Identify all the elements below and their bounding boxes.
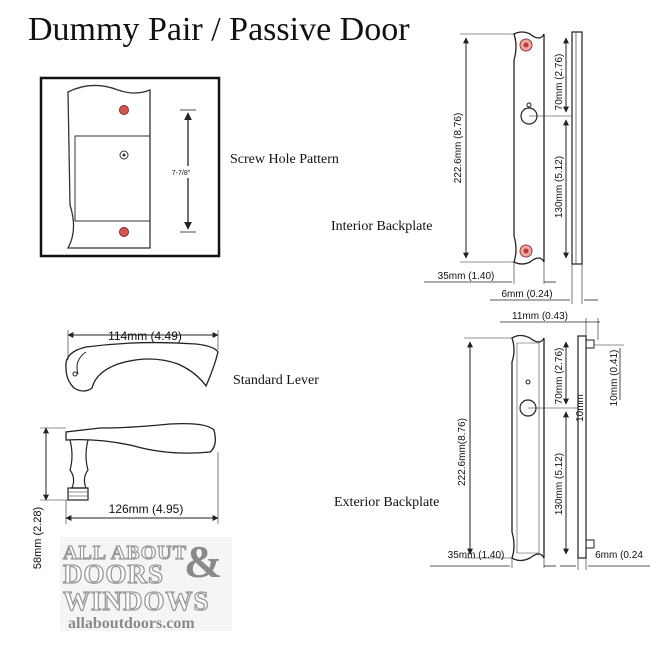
exterior-plate-side [577, 335, 587, 559]
caption-exterior-backplate: Exterior Backplate [334, 495, 440, 510]
caption-screw-hole-pattern: Screw Hole Pattern [230, 152, 339, 167]
lever-rose [67, 487, 89, 501]
exterior-hole-to-bottom-label: 130mm (5.12) [554, 453, 565, 515]
standard-lever-drawing: 114mm (4.49) 126mm (4.95) 58mm (2.28) [32, 329, 219, 569]
interior-hole-to-bottom-label: 130mm (5.12) [554, 156, 565, 218]
lever-length-label: 114mm (4.49) [108, 329, 182, 343]
exterior-top-offset-label: 11mm (0.43) [512, 311, 568, 322]
interior-height-label: 222.6mm (8.76) [453, 113, 464, 184]
interior-width-label: 35mm (1.40) [438, 271, 495, 282]
interior-depth-label: 6mm (0.24) [501, 289, 552, 300]
lever-top-view [65, 341, 219, 392]
lever-height-label: 58mm (2.28) [32, 507, 44, 569]
interior-backplate-drawing: 222.6mm (8.76) 70mm (2.76) 130mm (5.12) … [424, 31, 598, 304]
caption-interior-backplate: Interior Backplate [331, 219, 433, 234]
latch-recess [74, 135, 151, 222]
logo-url: allaboutdoors.com [68, 615, 195, 632]
page-title: Dummy Pair / Passive Door [28, 11, 410, 48]
top-screw-hole [119, 105, 129, 115]
backplate-outline [66, 84, 151, 249]
lever-projection-label: 126mm (4.95) [109, 502, 184, 516]
logo-ampersand: & [184, 536, 222, 587]
exterior-plate-front [511, 334, 545, 562]
exterior-hole-label: 10mm [575, 394, 586, 422]
exterior-top-to-hole-label: 70mm (2.76) [554, 348, 565, 405]
logo-line-1: ALL ABOUT [63, 542, 187, 564]
caption-standard-lever: Standard Lever [233, 373, 319, 388]
lever-side-view [65, 422, 216, 454]
screw-hole-pattern-panel: 7-7/8" [39, 76, 221, 258]
logo-line-2: DOORS [63, 559, 164, 589]
bottom-screw-hole [119, 227, 129, 237]
interior-top-to-hole-label: 70mm (2.76) [554, 54, 565, 111]
exterior-pin-label: 10mm (0.41) [609, 350, 620, 407]
logo-line-3: WINDOWS [63, 586, 210, 616]
exterior-width-label: 35mm (1.40) [448, 550, 505, 561]
exterior-depth-label: 6mm (0.24 [595, 550, 643, 561]
exterior-backplate-drawing: 11mm (0.43) 222.6mm(8.76) 70mm (2.76) 13… [430, 311, 650, 570]
company-logo: ALL ABOUT & DOORS WINDOWS allaboutdoors.… [60, 536, 232, 632]
exterior-height-label: 222.6mm(8.76) [457, 418, 468, 486]
interior-plate-side [571, 31, 583, 265]
spindle-hole [119, 150, 129, 160]
screw-spacing-label: 7-7/8" [172, 170, 191, 177]
interior-plate-front [513, 31, 545, 265]
